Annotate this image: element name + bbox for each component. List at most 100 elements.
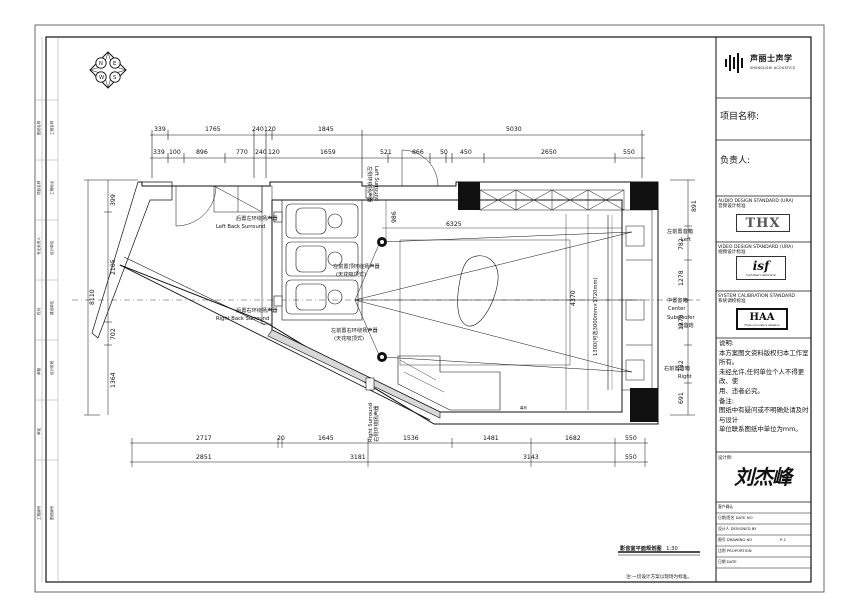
margin-text-8: 工程名称 xyxy=(49,120,54,135)
haa-logo: HAA Home Acoustics Alliance xyxy=(736,308,788,330)
margin-text-2: 项目名称 xyxy=(36,180,41,195)
margin-text-1: 图纸名称 xyxy=(36,120,41,135)
row-drawing-no: 图号 DRAWING NO xyxy=(718,537,753,542)
sound-wave-icon xyxy=(725,53,743,73)
video-standard-en: VIDEO DESIGN STANDARD (URA) xyxy=(718,245,794,250)
margin-text-6: 审定 xyxy=(36,427,41,435)
back-wall-modules xyxy=(213,185,273,325)
note-line-6: 备注: xyxy=(719,396,734,405)
isf-logo-text: isf xyxy=(752,259,770,273)
label-overhead-left: 左前置顶环绕扬声器 xyxy=(333,262,381,270)
note-line-1: 本方案图文资料版权归本工作室 xyxy=(719,348,809,357)
label-right-surround-en: Right Surround xyxy=(368,403,374,442)
dim-bot2-0: 2851 xyxy=(196,454,212,461)
dim-left-4: 1364 xyxy=(110,372,117,388)
top-cabinets xyxy=(479,189,625,211)
dim-top2-7: 521 xyxy=(380,149,392,156)
label-screen: 幕布 xyxy=(520,405,528,410)
dim-top2-9: 50 xyxy=(440,149,448,156)
left-dimensions xyxy=(84,179,138,416)
row-proportion: 比例 PROPORTION xyxy=(718,548,752,553)
compass-s: S xyxy=(113,75,116,81)
row-date-sign: 日期/签名 DATE NO xyxy=(718,515,753,520)
label-right-back-cn: 后置右环绕扬声器 xyxy=(236,306,278,314)
note-line-5: 用、违者必究。 xyxy=(719,386,764,395)
dim-bot1-0: 2717 xyxy=(196,435,212,442)
sofa-arm xyxy=(399,359,445,393)
isf-logo: isf Certified Calibrator xyxy=(736,256,786,280)
brand-logo: 声丽士声学 SHENGLISHI ACOUSTICS xyxy=(724,51,808,77)
dim-right-0: 891 xyxy=(691,200,698,212)
dim-986: 986 xyxy=(391,211,398,223)
dim-top2-11: 2650 xyxy=(541,149,557,156)
audio-standard-cn: 音频设计标准 xyxy=(718,204,746,209)
label-sub-en: Subwoofer xyxy=(667,315,695,321)
dim-top2-1: 100 xyxy=(169,149,181,156)
dim-left-3: 702 xyxy=(110,328,117,340)
compass-e: E xyxy=(113,61,116,67)
compass-n: N xyxy=(99,61,103,67)
floor-plan xyxy=(72,149,700,425)
dim-4370: 4370 xyxy=(570,290,577,306)
dim-bot2-1: 3181 xyxy=(350,454,366,461)
right-surround-box xyxy=(365,377,375,391)
dim-top2-3: 770 xyxy=(236,149,248,156)
dim-left-2: 8110 xyxy=(89,289,96,305)
sofa xyxy=(397,355,501,411)
dim-top1-1: 1765 xyxy=(205,126,221,133)
margin-text-12: 设计阶段 xyxy=(49,360,54,375)
label-front-left-cn: 左前置音箱 xyxy=(667,227,693,235)
dim-top2-12: 550 xyxy=(623,149,635,156)
drawing-title-text: 影音室平面规划图 xyxy=(620,546,662,552)
drawing-scale: 1:30 xyxy=(666,546,678,552)
note-line-0: 说明: xyxy=(719,339,734,347)
wall-column-1 xyxy=(458,182,480,210)
row-designed-by: 设计人 DESIGNED BY xyxy=(718,526,757,531)
label-sub-cn: 低音炮 xyxy=(678,321,694,329)
dim-bot1-4: 1481 xyxy=(483,435,499,442)
dim-bot2-3: 550 xyxy=(625,454,637,461)
label-front-right-en: Right xyxy=(678,374,692,380)
dim-top2-0: 339 xyxy=(153,149,165,156)
label-overhead-right: 左前置右环绕扬声器 xyxy=(331,326,379,334)
compass-w: W xyxy=(99,75,104,81)
title-block: 声丽士声学 SHENGLISHI ACOUSTICS 项目名称: 负责人: AU… xyxy=(716,37,811,582)
dim-top1-0: 339 xyxy=(154,126,166,133)
dim-left-1: 2105 xyxy=(110,259,117,275)
margin-text-10: 设计单位 xyxy=(49,240,54,255)
outer-border xyxy=(34,24,825,593)
dim-left-0: 399 xyxy=(110,194,117,206)
margin-text-5: 审核 xyxy=(36,367,41,375)
margin-text-13: 图纸编号 xyxy=(49,505,54,520)
notes: 说明: 本方案图文资料版权归本工作室 所有。 未经允许,任何单位个人不得更 改、… xyxy=(719,339,809,435)
designer-signature: 刘杰峰 xyxy=(734,465,792,489)
label-front-left-en: Left xyxy=(681,237,691,243)
isf-logo-sub: Certified Calibrator xyxy=(746,273,776,277)
back-right-box xyxy=(273,295,283,307)
wall-column-3 xyxy=(630,388,658,422)
bottom-dimensions xyxy=(130,438,648,467)
label-left-surround-cn: 左侧环绕扬声器 xyxy=(366,166,374,203)
sightlines xyxy=(354,231,633,373)
haa-logo-sub: Home Acoustics Alliance xyxy=(744,322,780,327)
dim-right-3: 1278 xyxy=(678,314,685,330)
label-center-en: Center xyxy=(668,306,686,312)
haa-logo-text: HAA xyxy=(749,311,775,323)
label-left-surround-en: Left Surround xyxy=(373,166,379,201)
door-arc-2 xyxy=(401,149,439,187)
label-center-cn: 中置音箱 xyxy=(667,296,688,304)
row-client-confirm: 客户确认 xyxy=(718,504,734,509)
dim-bot1-1: 20 xyxy=(277,435,285,442)
dim-bot1-2: 1645 xyxy=(318,435,334,442)
margin-text-11: 建设单位 xyxy=(49,300,54,315)
wall-column-2 xyxy=(630,182,658,210)
label-overhead-right-mode: (天花吸顶式) xyxy=(334,334,364,342)
row-drawing-no-value: P-1 xyxy=(780,537,786,542)
calibration-standard-en: SYSTEM CALIBRATION STANDARD xyxy=(718,294,795,299)
left-surround-box xyxy=(365,185,375,199)
dim-top2-6: 1659 xyxy=(320,149,336,156)
corridor-block xyxy=(91,181,173,339)
audio-standard-en: AUDIO DESIGN STANDARD (URA) xyxy=(718,199,794,204)
row-date: 日期 DATE xyxy=(718,559,737,564)
diagonal-wall xyxy=(267,329,441,419)
